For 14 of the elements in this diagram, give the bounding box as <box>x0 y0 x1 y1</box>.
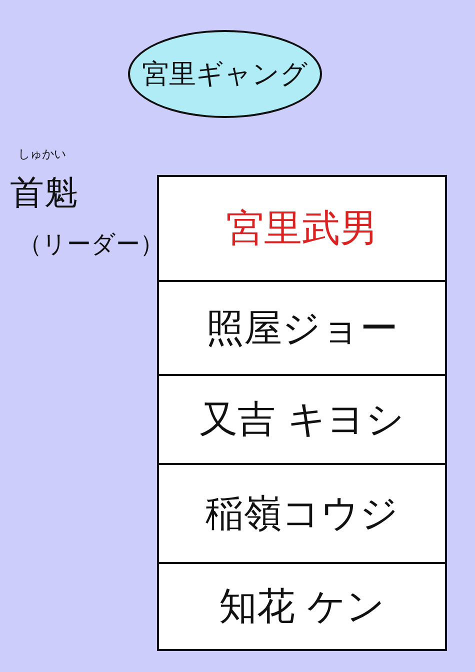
table-row <box>157 280 447 376</box>
table-row <box>157 175 447 282</box>
member-name: 又吉 キヨシ <box>199 396 405 443</box>
side-label: （リーダー） <box>18 229 164 260</box>
member-name: 稲嶺コウジ <box>206 490 398 537</box>
ellipse-label: 宮里ギャング <box>142 58 308 92</box>
member-name: 知花 ケン <box>218 583 386 630</box>
table-row <box>157 463 447 564</box>
member-name: 宮里武男 <box>226 205 378 252</box>
table-row <box>157 562 447 651</box>
member-name: 照屋ジョー <box>206 304 398 352</box>
table-row <box>157 374 447 465</box>
side-label: 首魁 <box>10 172 78 215</box>
ruby-reading: しゅかい <box>18 146 66 163</box>
